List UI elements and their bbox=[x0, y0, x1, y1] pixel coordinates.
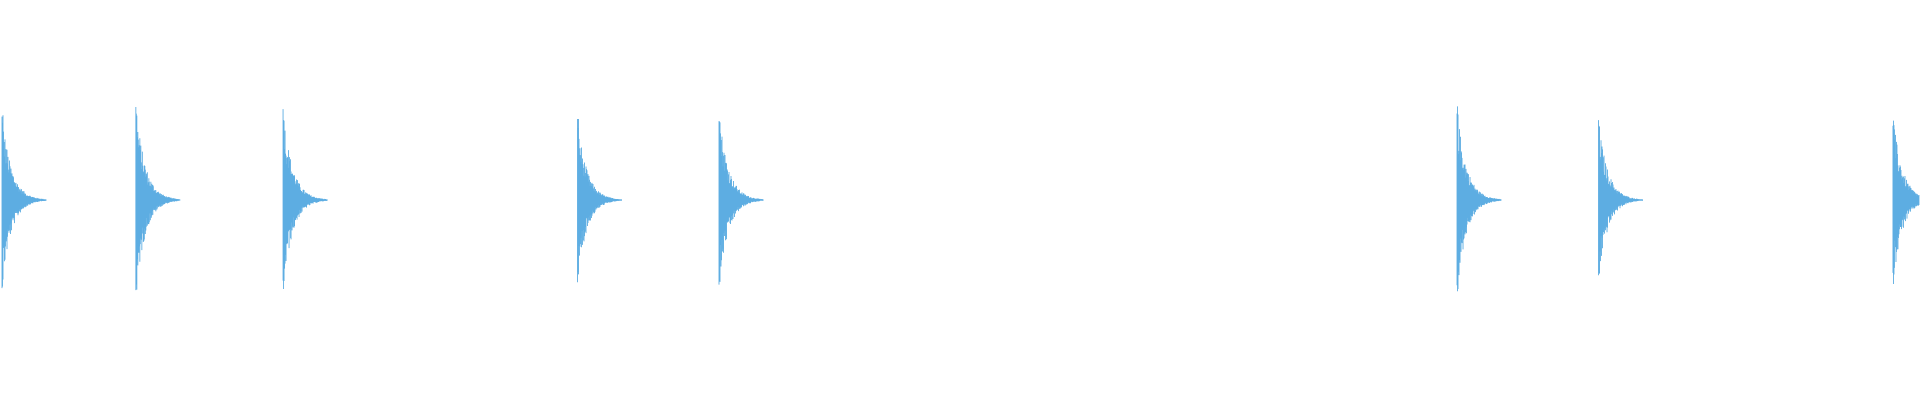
waveform-transient bbox=[577, 118, 622, 283]
waveform-transient bbox=[282, 109, 328, 289]
waveform-burst bbox=[1892, 120, 1920, 284]
waveform-burst bbox=[135, 106, 181, 291]
waveform-transient bbox=[1456, 106, 1502, 292]
waveform-burst bbox=[1, 115, 47, 289]
waveform-transient bbox=[1598, 120, 1643, 276]
waveform-burst bbox=[1598, 120, 1643, 276]
waveform-burst bbox=[282, 109, 328, 289]
waveform-transient bbox=[135, 106, 181, 291]
waveform-burst bbox=[1456, 106, 1502, 292]
waveform-transient bbox=[718, 121, 764, 285]
waveform-transient bbox=[1892, 120, 1920, 284]
waveform-transient bbox=[1, 115, 47, 289]
waveform-burst bbox=[718, 121, 764, 285]
waveform-burst bbox=[577, 118, 622, 283]
